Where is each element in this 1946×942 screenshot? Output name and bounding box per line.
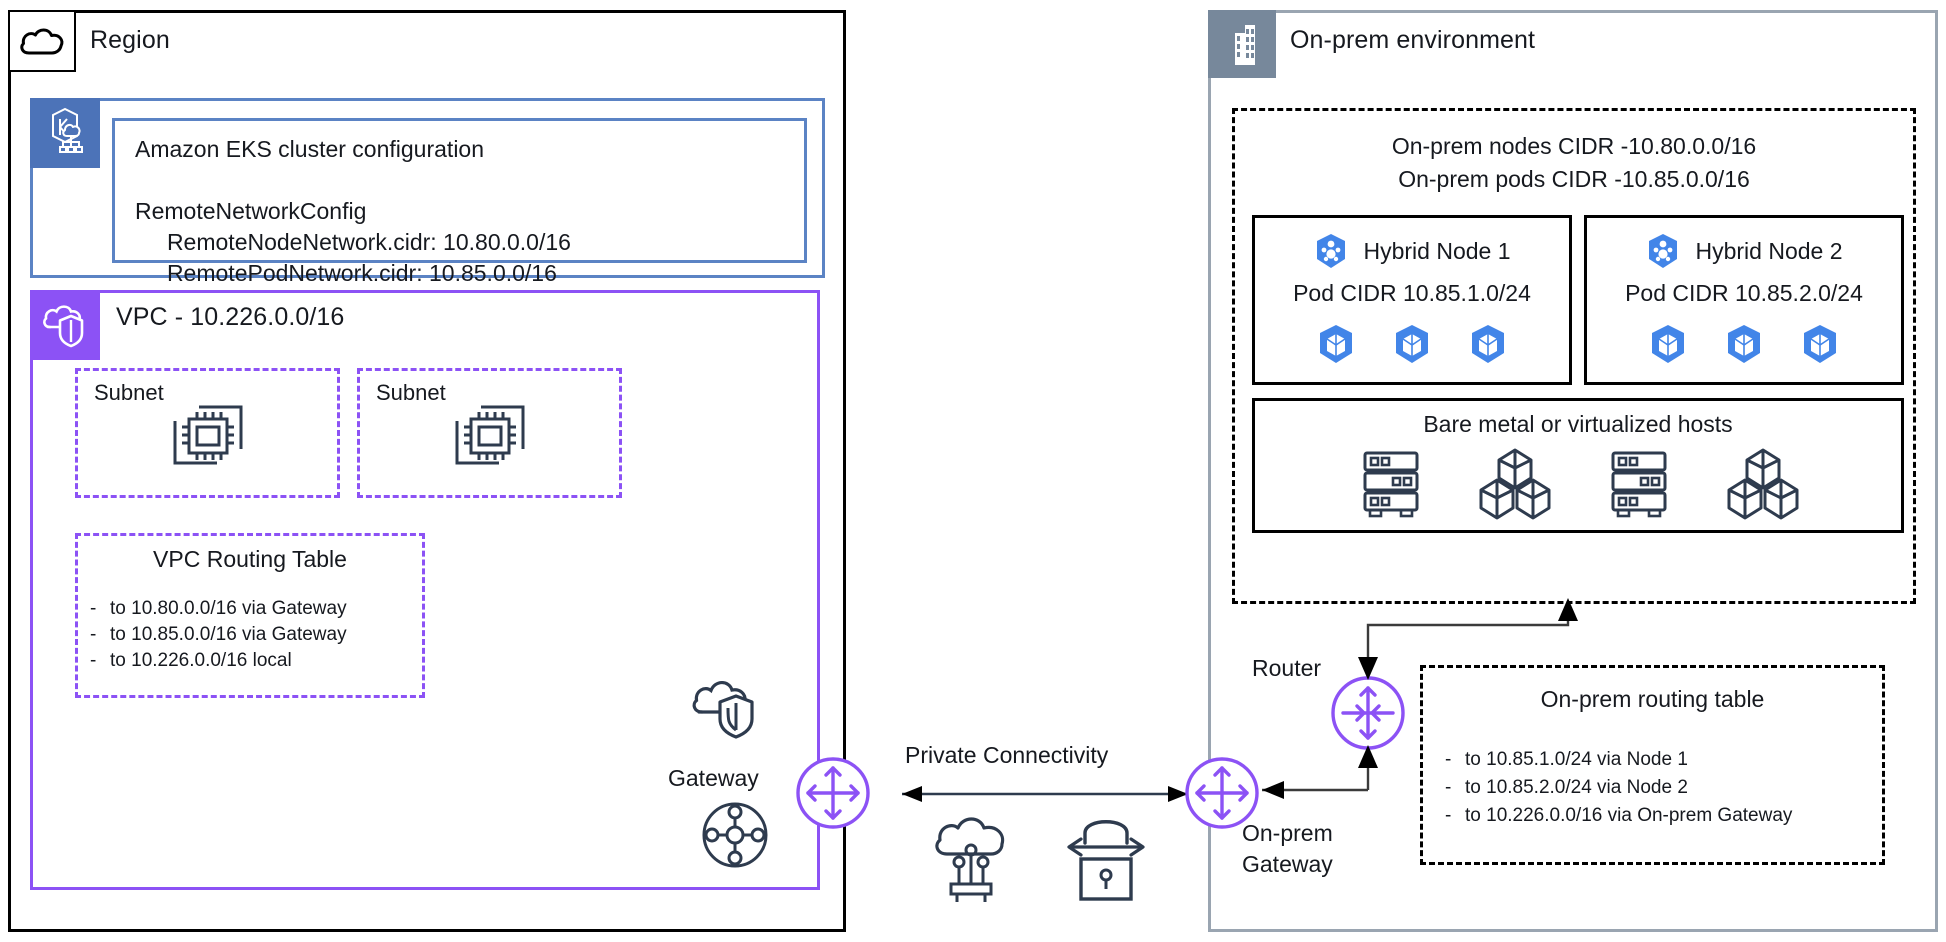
gateway-label: Gateway [668,765,759,791]
private-connectivity-label: Private Connectivity [905,742,1109,768]
table-row: - to 10.226.0.0/16 via On-prem Gateway [1445,802,1792,830]
onprem-label: On-prem environment [1290,26,1536,54]
route-entry: to 10.85.0.0/16 via Gateway [110,624,347,645]
table-row: - to 10.85.2.0/24 via Node 2 [1445,774,1792,802]
route-entry: to 10.85.2.0/24 via Node 2 [1465,777,1688,798]
node-title: Hybrid Node 1 [1363,237,1511,264]
vpn-lock-icon [1055,805,1159,905]
vpc-routing-table-entries: - to 10.80.0.0/16 via Gateway - to 10.85… [90,596,347,674]
subnet-label: Subnet [376,380,446,405]
pod-icon [1468,323,1508,365]
kubernetes-node-icon [1313,232,1349,270]
bare-metal-hosts-container: Bare metal or virtualized hosts [1252,398,1904,533]
node-header: Hybrid Node 1 [1255,232,1569,270]
subnet-label: Subnet [94,380,164,405]
vpc-routing-table-title: VPC Routing Table [153,546,347,572]
gateway-node-icon [793,755,873,831]
onprem-nodes-cidr: On-prem nodes CIDR -10.80.0.0/16 [1391,133,1757,159]
ec2-instances-icon [449,397,531,473]
server-rack-icon [1356,447,1426,519]
onprem-gateway-label: On-prem Gateway [1242,820,1333,877]
kubernetes-node-icon [1645,232,1681,270]
hybrid-node-2: Hybrid Node 2 Pod CIDR 10.85.2.0/24 [1584,215,1904,385]
route-entry: to 10.226.0.0/16 local [110,650,292,671]
eks-config-inner [112,118,807,263]
region-label: Region [90,26,170,54]
node-header: Hybrid Node 2 [1587,232,1901,270]
pods-row [1587,323,1901,365]
vm-cubes-icon [1478,447,1552,520]
cloud-shield-icon [688,672,766,746]
vpc-label: VPC - 10.226.0.0/16 [116,303,345,331]
bullet: - [90,650,97,671]
pods-row [1255,323,1569,365]
table-row: - to 10.80.0.0/16 via Gateway [90,596,347,622]
bullet: - [1445,805,1452,826]
vm-cubes-icon [1726,447,1800,520]
bullet: - [90,624,97,645]
server-rack-icon [1604,447,1674,519]
table-row: - to 10.85.1.0/24 via Node 1 [1445,746,1792,774]
node-title: Hybrid Node 2 [1695,237,1843,264]
router-label: Router [1252,655,1322,681]
ec2-instances-icon [167,397,249,473]
subnet-2: Subnet [357,368,622,498]
vpc-icon [30,290,100,360]
vpc-routing-table: VPC Routing Table - to 10.80.0.0/16 via … [75,533,425,698]
eks-config-text: Amazon EKS cluster configuration RemoteN… [135,136,571,286]
onprem-pods-cidr: On-prem pods CIDR -10.85.0.0/16 [1398,166,1750,192]
onprem-cidr-text: On-prem nodes CIDR -10.80.0.0/16 On-prem… [1232,130,1916,196]
onprem-routing-table-title: On-prem routing table [1540,686,1765,712]
pod-icon [1648,323,1688,365]
pod-icon [1800,323,1840,365]
hybrid-node-1: Hybrid Node 1 Pod CIDR 10.85.1.0/24 [1252,215,1572,385]
route-entry: to 10.80.0.0/16 via Gateway [110,598,347,619]
bullet: - [90,598,97,619]
transit-gateway-icon [700,800,770,870]
subnet-1: Subnet [75,368,340,498]
hosts-title: Bare metal or virtualized hosts [1423,411,1733,437]
onprem-routing-table: On-prem routing table - to 10.85.1.0/24 … [1420,665,1885,865]
direct-connect-icon [925,810,1033,906]
pod-icon [1724,323,1764,365]
hosts-icons-row [1255,447,1901,520]
pod-icon [1392,323,1432,365]
bullet: - [1445,749,1452,770]
table-row: - to 10.85.0.0/16 via Gateway [90,622,347,648]
route-entry: to 10.226.0.0/16 via On-prem Gateway [1465,805,1793,826]
table-row: - to 10.226.0.0/16 local [90,648,347,674]
pod-icon [1316,323,1356,365]
route-entry: to 10.85.1.0/24 via Node 1 [1465,749,1688,770]
router-node-icon [1328,673,1408,753]
gateway-node-icon [1182,755,1262,831]
double-arrow-icon [880,782,1210,806]
cloud-region-icon [8,10,76,72]
node-pod-cidr: Pod CIDR 10.85.1.0/24 [1293,280,1531,306]
onprem-routing-table-entries: - to 10.85.1.0/24 via Node 1 - to 10.85.… [1445,746,1792,830]
node-pod-cidr: Pod CIDR 10.85.2.0/24 [1625,280,1863,306]
building-icon [1208,10,1276,78]
amazon-eks-icon [30,98,100,168]
bullet: - [1445,777,1452,798]
